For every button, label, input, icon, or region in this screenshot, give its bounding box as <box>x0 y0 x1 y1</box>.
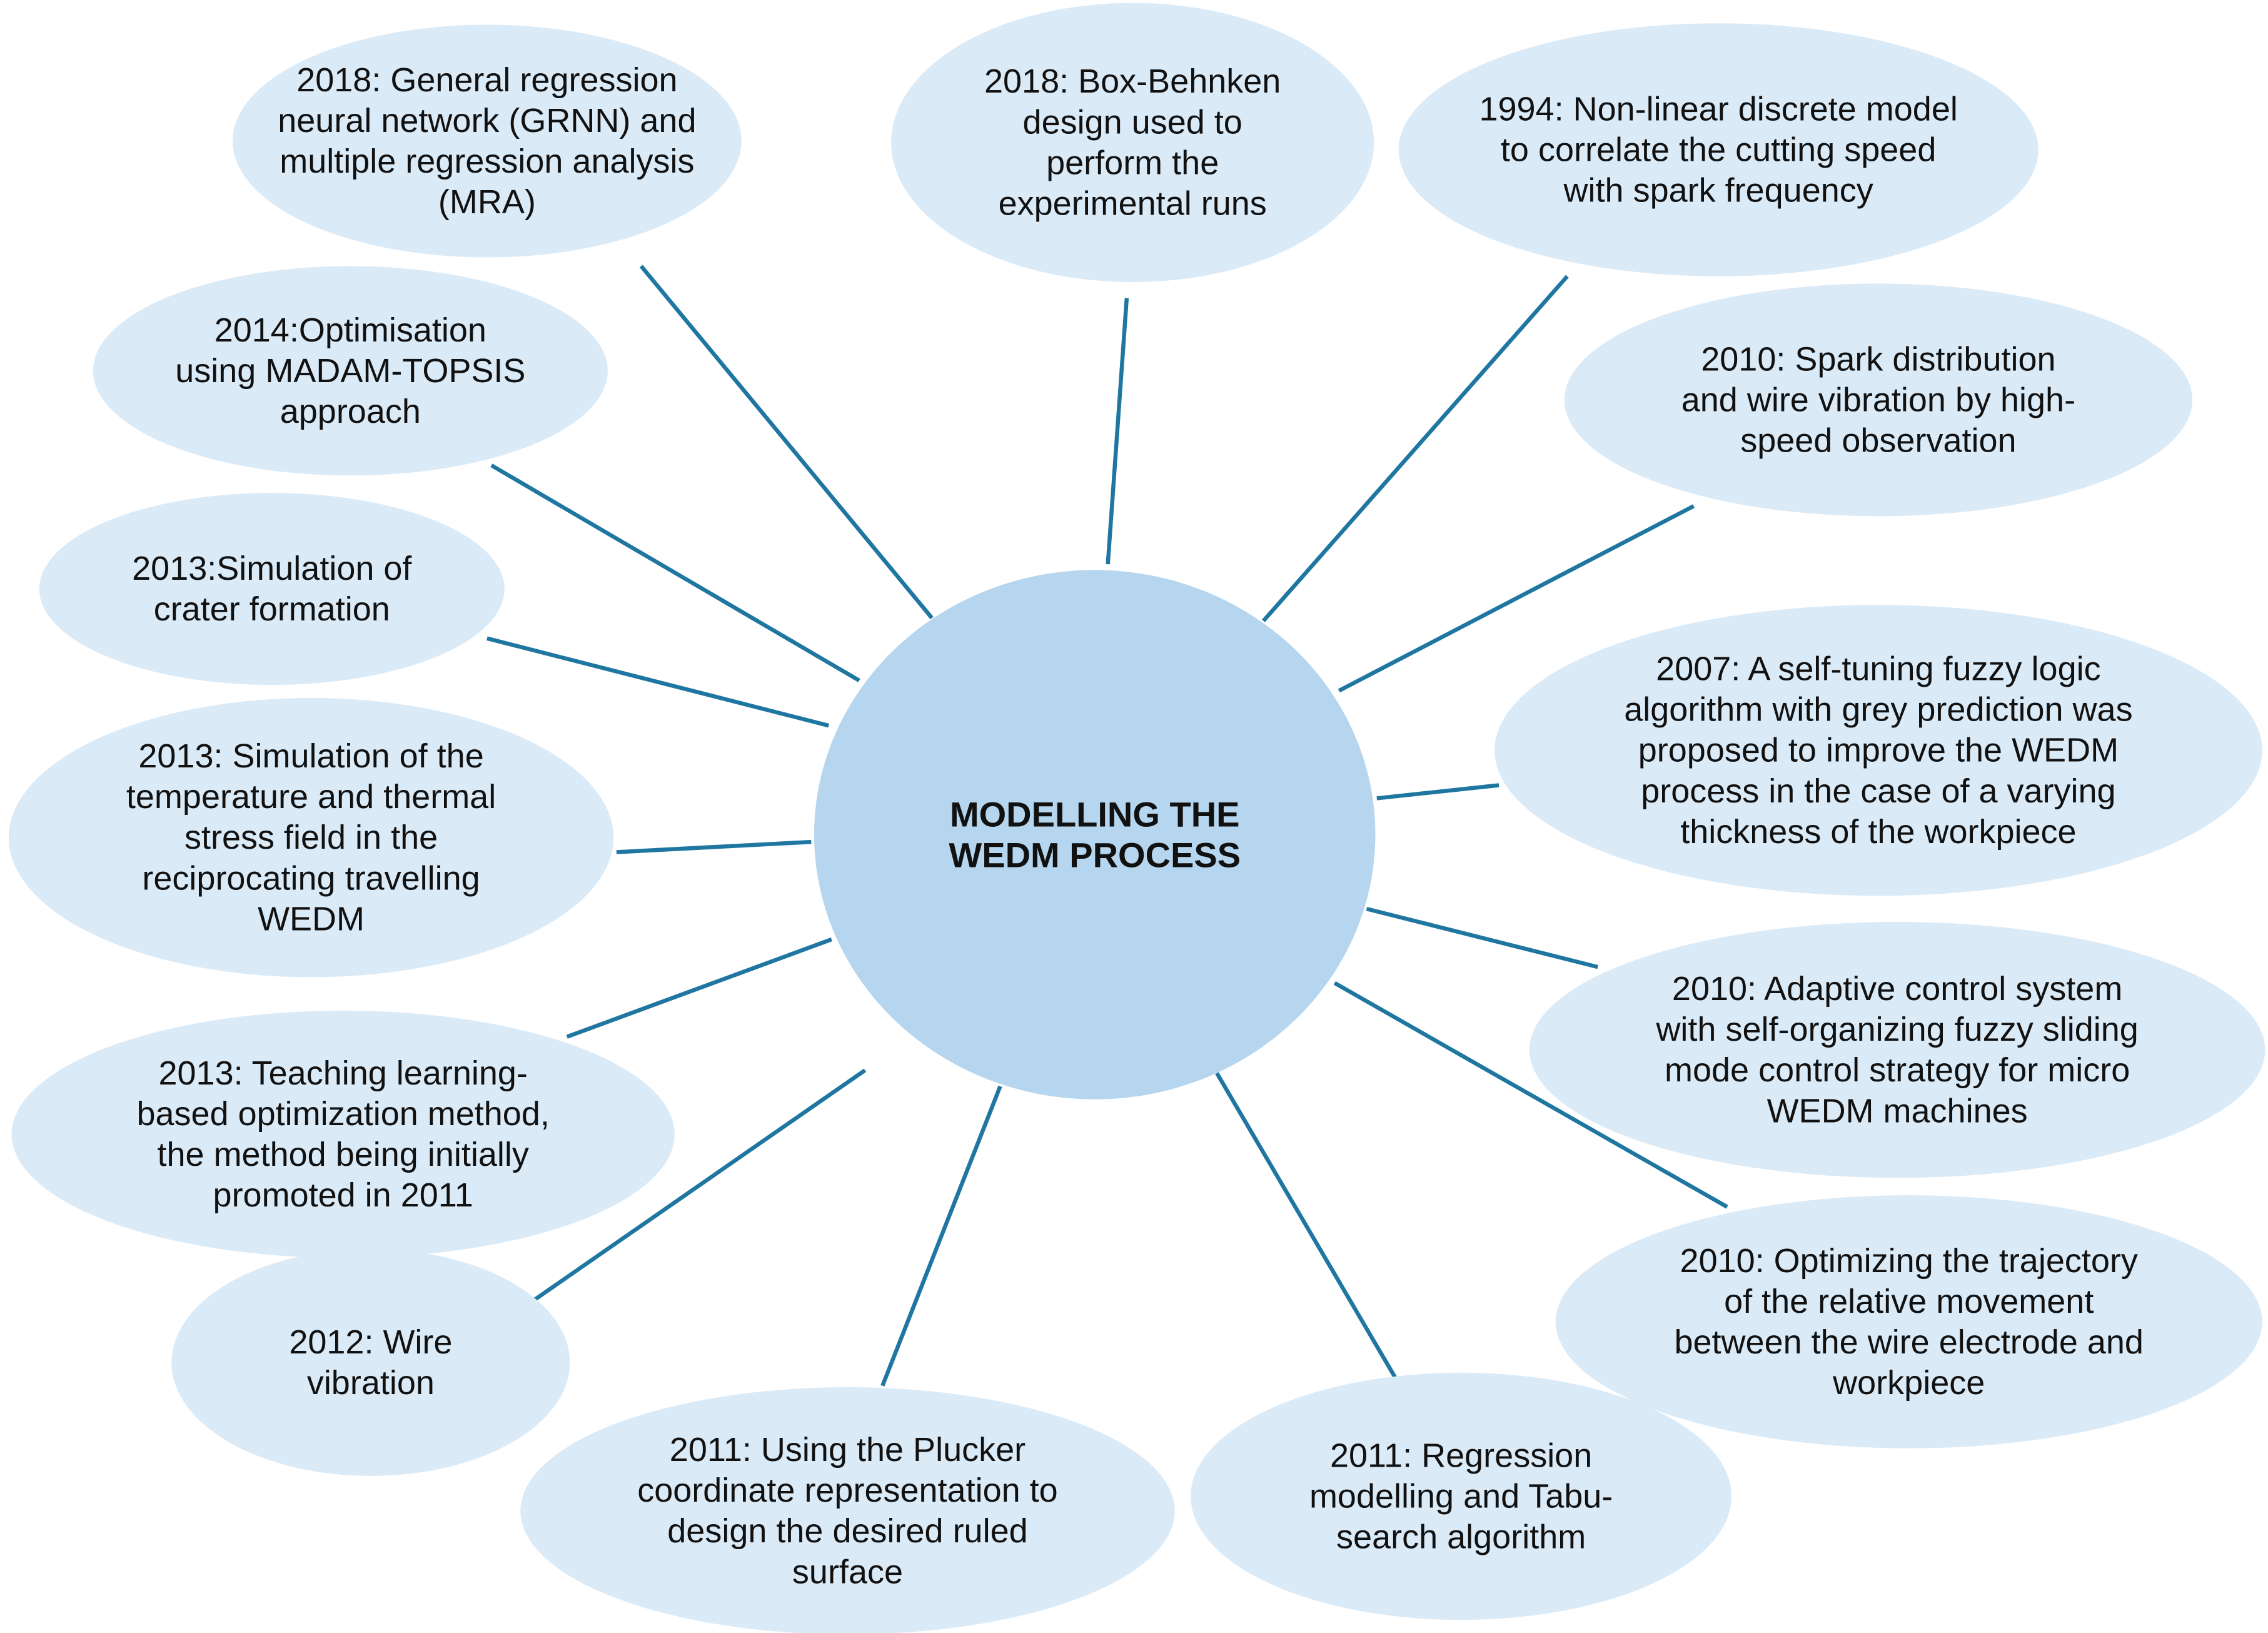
node-text-line: temperature and thermal <box>126 778 496 816</box>
node-text-line: and wire vibration by high- <box>1681 381 2075 418</box>
node-text-line: search algorithm <box>1336 1519 1586 1556</box>
node-teaching-2013: 2013: Teaching learning-based optimizati… <box>11 1010 675 1258</box>
node-ellipse <box>171 1249 570 1476</box>
node-ellipse <box>233 24 742 258</box>
node-text-line: 2012: Wire <box>289 1323 452 1361</box>
connector-wire-2012 <box>531 1068 867 1303</box>
node-text-line: neural network (GRNN) and <box>278 102 696 139</box>
node-ellipse <box>1398 23 2039 276</box>
node-text-line: WEDM machines <box>1767 1092 2028 1130</box>
node-text-line: based optimization method, <box>136 1095 549 1133</box>
node-text-line: stress field in the <box>184 819 438 856</box>
node-ellipse <box>39 493 505 685</box>
node-text-line: WEDM <box>258 900 365 938</box>
connector-madam-2014 <box>490 463 860 682</box>
node-text-line: mode control strategy for micro <box>1665 1051 2130 1089</box>
node-text-line: of the relative movement <box>1724 1283 2094 1320</box>
connector-lines <box>486 265 1728 1387</box>
node-text-line: design used to <box>1023 103 1242 141</box>
node-text-line: 2010: Spark distribution <box>1701 340 2055 378</box>
node-text-line: approach <box>280 393 421 430</box>
node-text-line: 2010: Adaptive control system <box>1672 970 2122 1008</box>
node-text-line: 2013: Teaching learning- <box>158 1054 527 1092</box>
node-text-line: algorithm with grey prediction was <box>1624 691 2132 729</box>
node-text-line: 2018: General regression <box>296 61 677 99</box>
node-text-line: 2011: Regression <box>1330 1437 1592 1474</box>
node-text-line: perform the <box>1046 144 1219 181</box>
node-text-line: 2013: Simulation of the <box>138 737 483 775</box>
node-text-line: with self-organizing fuzzy sliding <box>1655 1011 2138 1048</box>
node-text-line: process in the case of a varying <box>1641 772 2115 810</box>
node-text-line: experimental runs <box>999 185 1267 223</box>
node-ellipse <box>93 266 608 476</box>
node-text-line: with spark frequency <box>1563 172 1873 210</box>
node-text-line: between the wire electrode and <box>1674 1323 2144 1361</box>
node-text-line: (MRA) <box>438 183 536 221</box>
node-ellipse <box>1555 1195 2262 1448</box>
node-ellipse <box>1494 605 2262 896</box>
node-text-line: 2013:Simulation of <box>132 550 412 587</box>
node-text-line: reciprocating travelling <box>142 859 480 897</box>
node-text-line: crater formation <box>154 590 390 628</box>
connector-nonlinear-1994 <box>1261 275 1569 622</box>
node-text-line: promoted in 2011 <box>213 1176 473 1214</box>
node-text-line: speed observation <box>1740 422 2016 459</box>
connector-fuzzy-2007 <box>1376 783 1499 801</box>
node-ellipse <box>520 1387 1175 1633</box>
node-text-line: surface <box>792 1553 903 1590</box>
connector-regression-2011 <box>1215 1072 1402 1387</box>
node-ellipse <box>8 698 614 978</box>
connector-grnn-2018 <box>639 265 934 620</box>
connector-adaptive-2010 <box>1366 906 1598 969</box>
node-text-line: thickness of the workpiece <box>1680 813 2076 851</box>
connector-spark-2010 <box>1338 504 1695 693</box>
node-ellipse <box>1529 922 2265 1178</box>
node-text-line: 2010: Optimizing the trajectory <box>1680 1242 2138 1280</box>
node-text-line: using MADAM-TOPSIS <box>175 352 525 390</box>
node-fuzzy-2007: 2007: A self-tuning fuzzy logicalgorithm… <box>1494 605 2262 896</box>
node-text-line: to correlate the cutting speed <box>1501 131 1936 168</box>
connector-box-behnken-2018 <box>1106 298 1129 565</box>
node-text-line: 2007: A self-tuning fuzzy logic <box>1656 650 2100 688</box>
node-ellipse <box>11 1010 675 1258</box>
node-text-line: proposed to improve the WEDM <box>1638 732 2119 769</box>
node-text-line: coordinate representation to <box>637 1472 1057 1509</box>
node-ellipse <box>1564 283 2193 517</box>
node-text-line: 2011: Using the Plucker <box>670 1431 1026 1469</box>
node-ellipse <box>1191 1372 1732 1620</box>
connector-crater-2013 <box>486 636 830 728</box>
node-text-line: multiple regression analysis <box>280 143 694 180</box>
node-text-line: 2014:Optimisation <box>214 311 486 349</box>
center-title-line: MODELLING THE <box>950 795 1240 834</box>
node-text-line: modelling and Tabu- <box>1309 1477 1613 1515</box>
center-title-line: WEDM PROCESS <box>949 836 1241 875</box>
connector-plucker-2011 <box>880 1085 1002 1387</box>
node-ellipse <box>891 3 1374 283</box>
node-text-line: 1994: Non-linear discrete model <box>1479 90 1957 128</box>
connector-teaching-2013 <box>566 937 833 1039</box>
node-text-line: 2018: Box-Behnken <box>984 63 1281 100</box>
node-text-line: vibration <box>307 1364 435 1402</box>
center-ellipse <box>814 570 1376 1100</box>
node-text-line: workpiece <box>1832 1364 1985 1402</box>
node-text-line: design the desired ruled <box>667 1512 1027 1550</box>
connector-trajectory-2010 <box>1333 981 1728 1209</box>
connector-thermal-2013 <box>616 839 812 854</box>
node-text-line: the method being initially <box>158 1136 529 1173</box>
